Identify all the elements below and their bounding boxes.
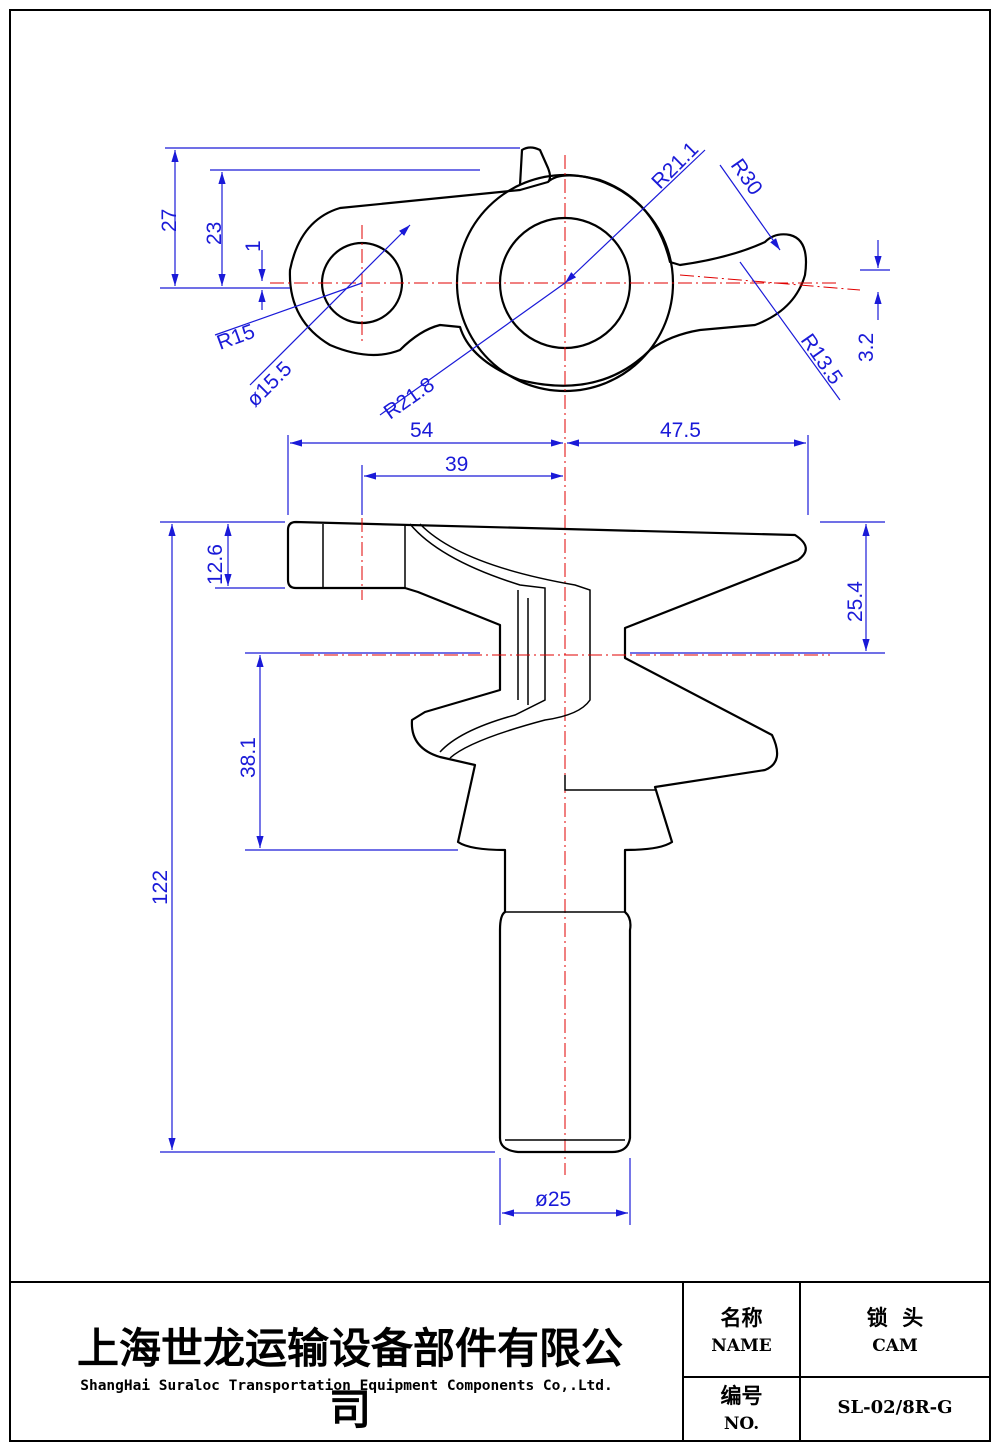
cam-top-outline [288, 146, 808, 387]
company-name-en: ShangHai Suraloc Transportation Equipmen… [80, 1378, 613, 1394]
name-label-en: NAME [711, 1336, 772, 1356]
dim-3-2: 3.2 [855, 333, 878, 362]
dim-27: 27 [158, 209, 181, 232]
dim-122: 122 [149, 870, 172, 905]
dim-47-5: 47.5 [660, 419, 701, 442]
no-label-en: NO. [723, 1414, 760, 1434]
name-value-cn: 锁 头 [866, 1306, 924, 1330]
name-label-cn: 名称 [720, 1306, 763, 1330]
no-label-cn: 编号 [720, 1384, 763, 1408]
side-view [286, 470, 830, 1154]
side-view-dimensions: 54 47.5 39 12.6 25.4 38.1 122 ø25 [149, 419, 885, 1225]
dim-r15: R15 [214, 320, 258, 355]
dim-54: 54 [410, 419, 434, 442]
dim-r21-1: R21.1 [647, 138, 703, 194]
top-view [270, 146, 861, 1175]
cam-side-outline [286, 520, 807, 1154]
dim-39: 39 [445, 453, 468, 476]
centerline [679, 274, 861, 291]
dim-12-6: 12.6 [204, 544, 227, 585]
dim-r21-8: R21.8 [380, 373, 439, 424]
dim-r30: R30 [726, 155, 767, 200]
company-name-cn: 上海世龙运输设备部件有限公司 [76, 1324, 623, 1434]
dim-23: 23 [203, 222, 226, 245]
dim-1: 1 [242, 240, 265, 252]
drawing-frame [9, 9, 991, 1442]
name-value-en: CAM [872, 1336, 918, 1356]
drawing-number: SL-02/8R-G [837, 1397, 953, 1418]
dim-25-4: 25.4 [844, 581, 867, 622]
dim-dia25: ø25 [535, 1188, 571, 1211]
dim-38-1: 38.1 [237, 737, 260, 778]
dim-r13-5: R13.5 [796, 330, 847, 389]
